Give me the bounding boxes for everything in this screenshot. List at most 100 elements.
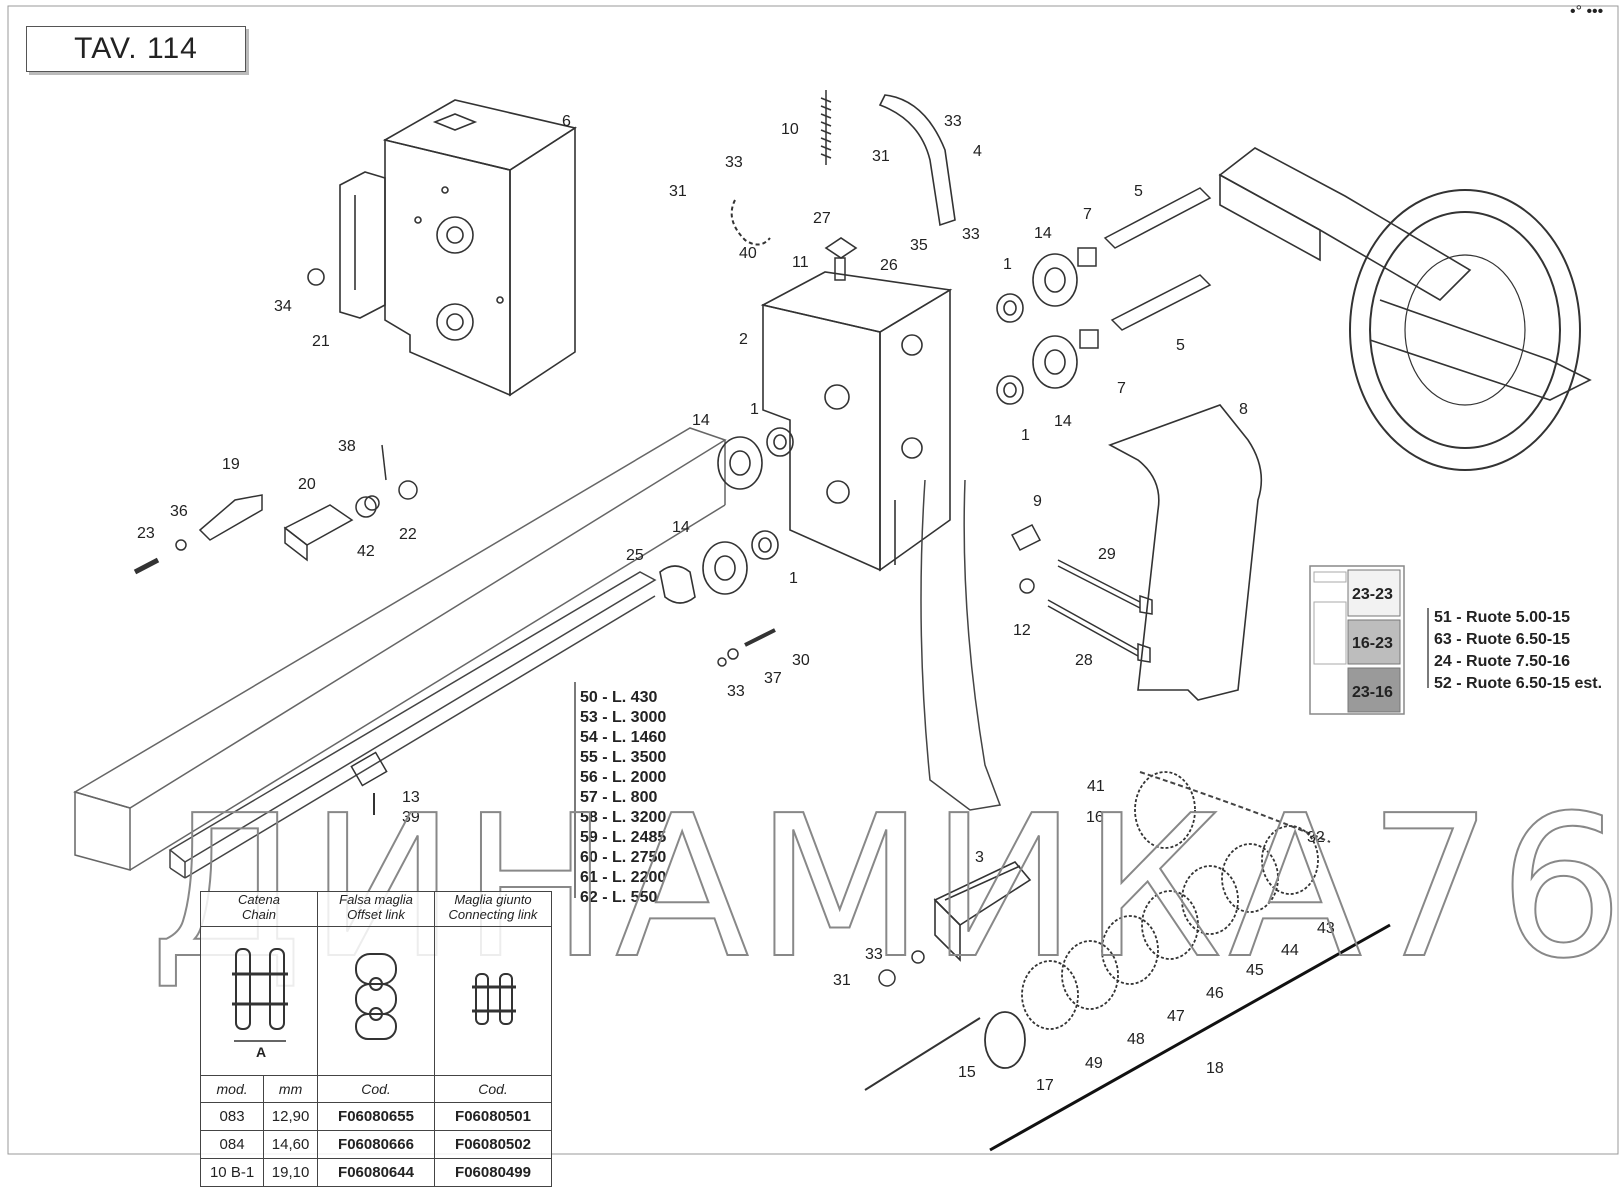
nut-33-lower [911, 950, 925, 964]
callout-47: 47 [1167, 1008, 1185, 1025]
counter-20 [283, 504, 354, 562]
callout-4: 4 [973, 143, 982, 160]
callout-7: 7 [1083, 206, 1092, 223]
corner-mark: •° ••• [1570, 3, 1603, 20]
gearbox-6 [382, 99, 578, 397]
callout-45: 45 [1246, 962, 1264, 979]
bearing-1-left-top [766, 427, 794, 457]
nut-33-mid [717, 657, 727, 667]
assembly-18-leader [989, 923, 1391, 1152]
shaft-length: 60 - L. 2750 [580, 849, 666, 866]
main-beam [73, 427, 727, 871]
flange-14-left-top [717, 436, 763, 490]
shaft-length: 53 - L. 3000 [580, 709, 666, 726]
callout-6: 6 [562, 113, 571, 130]
column-header-offset-link: Falsa maglia Offset link [317, 891, 435, 927]
key-9 [1010, 524, 1042, 551]
shaft-length-list: 50 - L. 430 53 - L. 3000 54 - L. 1460 55… [580, 689, 666, 906]
shaft-length: 58 - L. 3200 [580, 809, 666, 826]
callout-10: 10 [781, 121, 799, 138]
chain-spec-table: Catena Chain Falsa maglia Offset link Ma… [199, 891, 552, 1187]
sprocket-stack [984, 771, 1319, 1069]
callout-30: 30 [792, 652, 810, 669]
hex-shaft [168, 571, 657, 879]
callout-31: 31 [833, 972, 851, 989]
callout-32: 32 [1307, 829, 1325, 846]
lever-4 [878, 94, 956, 227]
shaft-length: 50 - L. 430 [580, 689, 657, 706]
callout-8: 8 [1239, 401, 1248, 418]
offset-link-icon [355, 953, 397, 1040]
callout-46: 46 [1206, 985, 1224, 1002]
cell-mm: 12,90 [263, 1102, 318, 1131]
callout-5: 5 [1134, 183, 1143, 200]
collar-25 [659, 565, 696, 604]
callout-37: 37 [764, 670, 782, 687]
table-subheader-row: mod. mm Cod. Cod. [199, 1075, 552, 1103]
bolt-29 [1057, 559, 1153, 615]
cell-offset-code: F06080655 [317, 1102, 435, 1131]
chain-41 [1139, 771, 1331, 843]
ratio-box [1347, 667, 1401, 713]
callout-9: 9 [1033, 493, 1042, 510]
nut-34 [307, 268, 325, 286]
callout-27: 27 [813, 210, 831, 227]
bolt-head-31-lower [878, 969, 896, 987]
wheel-option: 52 - Ruote 6.50-15 est. [1434, 675, 1602, 692]
ratio-label: 23-23 [1352, 586, 1393, 603]
subheader-offset-code: Cod. [317, 1075, 435, 1103]
callout-40: 40 [739, 245, 757, 262]
washer-22 [398, 480, 418, 500]
legend-swatch-outline [1313, 601, 1347, 665]
callout-14: 14 [672, 519, 690, 536]
shaft-length: 56 - L. 2000 [580, 769, 666, 786]
callout-15: 15 [958, 1064, 976, 1081]
callout-42: 42 [357, 543, 375, 560]
table-illustration-row: A [200, 926, 552, 1076]
diagram-canvas: •° ••• [7, 3, 1624, 1155]
callout-31: 31 [669, 183, 687, 200]
cell-offset-code: F06080666 [317, 1130, 435, 1159]
callout-1: 1 [1021, 427, 1030, 444]
bearing-1-right-bottom [996, 375, 1024, 405]
cell-mm: 19,10 [263, 1158, 318, 1187]
cover-8 [1108, 404, 1263, 701]
callout-38: 38 [338, 438, 356, 455]
chain-40 [730, 199, 771, 246]
callout-43: 43 [1317, 920, 1335, 937]
callout-22: 22 [399, 526, 417, 543]
shaft-length: 55 - L. 3500 [580, 749, 666, 766]
cell-offset-code: F06080644 [317, 1158, 435, 1187]
callout-49: 49 [1085, 1055, 1103, 1072]
square-key-7-top [1077, 247, 1097, 267]
callout-25: 25 [626, 547, 644, 564]
shaft-length: 62 - L. 550 [580, 889, 657, 906]
gear-ratio-legend: 23-23 16-23 23-16 51 - Ruote 5.00-15 63 … [1309, 565, 1602, 715]
callout-33: 33 [944, 113, 962, 130]
cell-connecting-code: F06080502 [434, 1130, 552, 1159]
column-header-connecting-link: Maglia giunto Connecting link [434, 891, 552, 927]
flange-14-left-bottom [702, 541, 748, 595]
cell-mod: 083 [199, 1102, 265, 1131]
column-header-chain: Catena Chain [200, 891, 318, 927]
callout-1: 1 [1003, 256, 1012, 273]
square-shaft-5-top [1103, 187, 1212, 249]
callout-14: 14 [692, 412, 710, 429]
callout-11: 11 [792, 254, 809, 271]
flange-14-right-bottom [1032, 335, 1078, 389]
subheader-mm: mm [263, 1075, 318, 1103]
callout-16: 16 [1086, 809, 1104, 826]
bolt-23 [133, 557, 160, 575]
callout-20: 20 [298, 476, 316, 493]
callout-33: 33 [727, 683, 745, 700]
table-header-row: Catena Chain Falsa maglia Offset link Ma… [200, 891, 552, 927]
washer-12 [1019, 578, 1035, 594]
callout-39: 39 [402, 809, 420, 826]
belt-strap [920, 479, 1002, 811]
shaft-length: 54 - L. 1460 [580, 729, 666, 746]
subheader-connecting-code: Cod. [434, 1075, 552, 1103]
washer-36 [175, 539, 187, 551]
connecting-link-icon [472, 973, 516, 1025]
spring-42 [355, 495, 380, 518]
callout-34: 34 [274, 298, 292, 315]
